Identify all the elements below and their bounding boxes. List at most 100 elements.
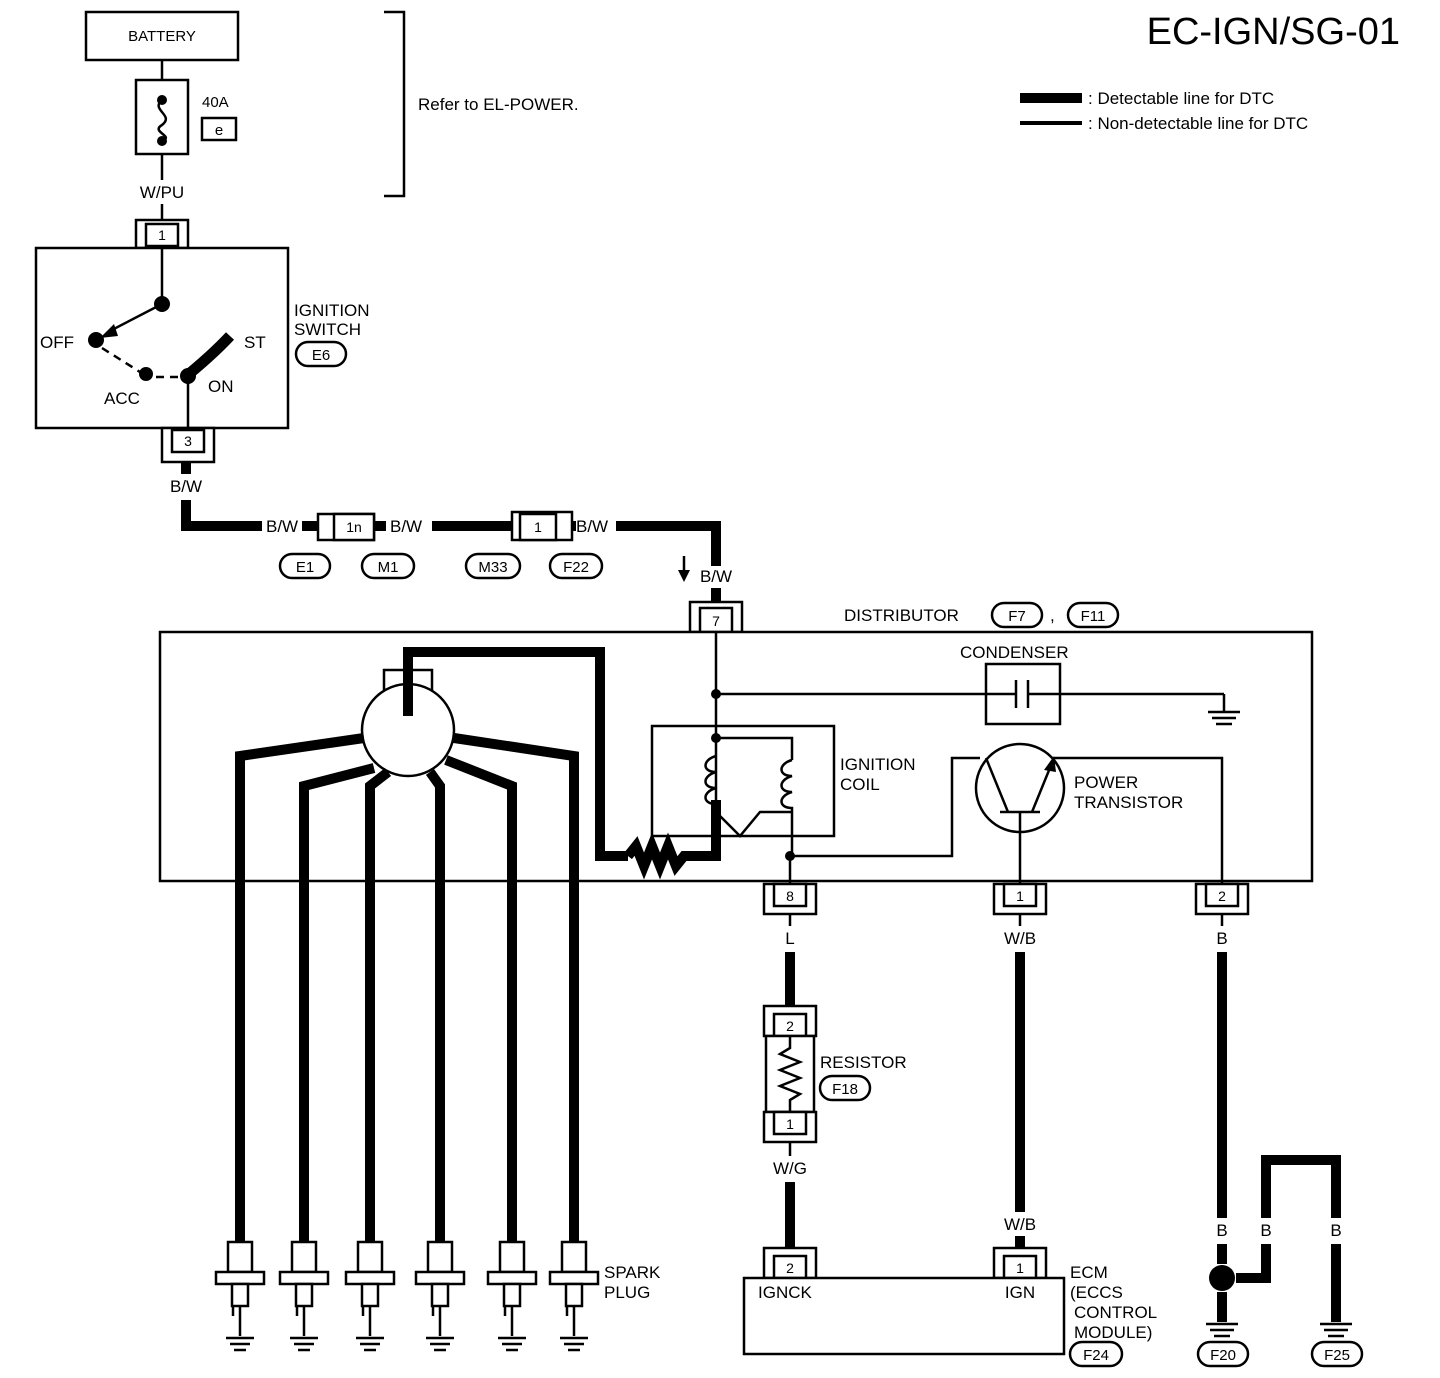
ground-icon <box>1320 1322 1352 1338</box>
connector-badge <box>818 1074 872 1102</box>
distributor-pin-l <box>762 882 818 916</box>
switch-on: ON <box>208 377 234 396</box>
pin-label: 3 <box>184 433 192 449</box>
pin-label: 1n <box>346 519 362 535</box>
ignition-switch-connector: E6 <box>312 347 330 364</box>
ignition-switch-pin-out <box>160 426 216 464</box>
wire-wpu: W/PU <box>140 183 184 202</box>
inline-connector-1 <box>316 512 376 542</box>
pin-label: 1 <box>158 227 166 243</box>
ground-icon <box>1206 1322 1238 1338</box>
wire-wg: W/G <box>773 1159 807 1178</box>
fuse <box>134 78 190 156</box>
inline-connector-2 <box>510 510 574 542</box>
spark-plug-2 <box>278 1240 330 1352</box>
switch-st: ST <box>244 333 266 352</box>
wire-b-3: B <box>1260 1221 1271 1240</box>
connector-badge <box>1310 1340 1364 1368</box>
spark-plug-5 <box>486 1240 538 1352</box>
ecm-box <box>742 1276 1066 1356</box>
ground-icon <box>1208 710 1240 726</box>
battery-label: BATTERY <box>128 28 196 45</box>
spark-plug-1 <box>214 1240 266 1352</box>
wire-l: L <box>785 929 794 948</box>
wire-bw-3: B/W <box>390 517 422 536</box>
connector-badge <box>990 601 1044 629</box>
arrow-down-icon <box>678 570 690 582</box>
ignition-switch-label-2: SWITCH <box>294 320 361 339</box>
connector-m1: M1 <box>378 559 399 576</box>
wire-bw-5: B/W <box>700 567 732 586</box>
pin-label: 1 <box>1016 1260 1024 1276</box>
ecm-connector: F24 <box>1083 1347 1109 1364</box>
resistor-pin-bottom <box>762 1110 818 1144</box>
pin-label: 2 <box>786 1018 794 1034</box>
ground-f25: F25 <box>1324 1347 1350 1364</box>
connector-f22: F22 <box>563 559 589 576</box>
refer-text: Refer to EL-POWER. <box>418 95 579 114</box>
connector-badge <box>548 552 604 580</box>
ignition-switch-label-1: IGNITION <box>294 301 370 320</box>
distributor-box <box>158 630 1314 883</box>
refer-bracket <box>384 10 406 198</box>
ecm-label-3: CONTROL <box>1074 1303 1157 1322</box>
wire-b-2: B <box>1216 1221 1227 1240</box>
transistor-label-2: TRANSISTOR <box>1074 793 1183 812</box>
resistor-icon <box>776 1036 804 1112</box>
ground-f20: F20 <box>1210 1347 1236 1364</box>
fuse-id-box <box>200 116 238 142</box>
spark-plug-3 <box>344 1240 396 1352</box>
coil-label-2: COIL <box>840 775 880 794</box>
coil-label-1: IGNITION <box>840 755 916 774</box>
pin-label: 1 <box>1016 888 1024 904</box>
connector-m33: M33 <box>478 559 507 576</box>
connector-badge <box>360 552 416 580</box>
ignition-switch-pin-in <box>134 218 190 250</box>
wire-bw-2: B/W <box>266 517 298 536</box>
condenser-label: CONDENSER <box>960 643 1069 662</box>
coil-primary <box>704 754 717 806</box>
spark-plugs <box>214 1240 600 1352</box>
resistor-connector: F18 <box>832 1081 858 1098</box>
connector-badge <box>1196 1340 1250 1368</box>
wire-b-4: B <box>1330 1221 1341 1240</box>
connector-badge <box>1068 1340 1124 1368</box>
connector-badge <box>1066 601 1120 629</box>
battery-box <box>84 10 240 62</box>
fuse-id: e <box>215 122 223 139</box>
coil-secondary <box>780 758 794 856</box>
wire-bw-4: B/W <box>576 517 608 536</box>
wire-wb-2: W/B <box>1004 1215 1036 1234</box>
pin-label: 7 <box>712 613 720 629</box>
spark-plug-4 <box>414 1240 466 1352</box>
spark-plug-label-1: SPARK <box>604 1263 661 1282</box>
pin-label: 1 <box>786 1116 794 1132</box>
distributor-connector-f7: F7 <box>1008 608 1026 625</box>
switch-off: OFF <box>40 333 74 352</box>
ecm-pin-ignck <box>762 1246 818 1280</box>
pin-label: 2 <box>1218 888 1226 904</box>
pin-label: 2 <box>786 1260 794 1276</box>
connector-e1: E1 <box>296 559 314 576</box>
ecm-label-2: (ECCS <box>1070 1283 1123 1302</box>
ecm-term-ign: IGN <box>1005 1283 1035 1302</box>
connector-badge <box>294 340 348 368</box>
transistor-label-1: POWER <box>1074 773 1138 792</box>
switch-acc: ACC <box>104 389 140 408</box>
legend-detectable: : Detectable line for DTC <box>1088 89 1274 108</box>
wire-b-1: B <box>1216 929 1227 948</box>
distributor-label: DISTRIBUTOR <box>844 606 959 625</box>
ignition-coil-box <box>650 724 836 838</box>
ecm-label-4: MODULE) <box>1074 1323 1152 1342</box>
wire-wb-1: W/B <box>1004 929 1036 948</box>
wire-bw-1: B/W <box>170 477 202 496</box>
pin-label: 1 <box>534 519 542 535</box>
ecm-term-ignck: IGNCK <box>758 1283 813 1302</box>
pin-label: 8 <box>786 888 794 904</box>
spark-plug-label-2: PLUG <box>604 1283 650 1302</box>
resistor-label: RESISTOR <box>820 1053 907 1072</box>
connector-badge <box>464 552 522 580</box>
fuse-rating: 40A <box>202 94 229 111</box>
distributor-connector-f11: F11 <box>1081 608 1106 625</box>
